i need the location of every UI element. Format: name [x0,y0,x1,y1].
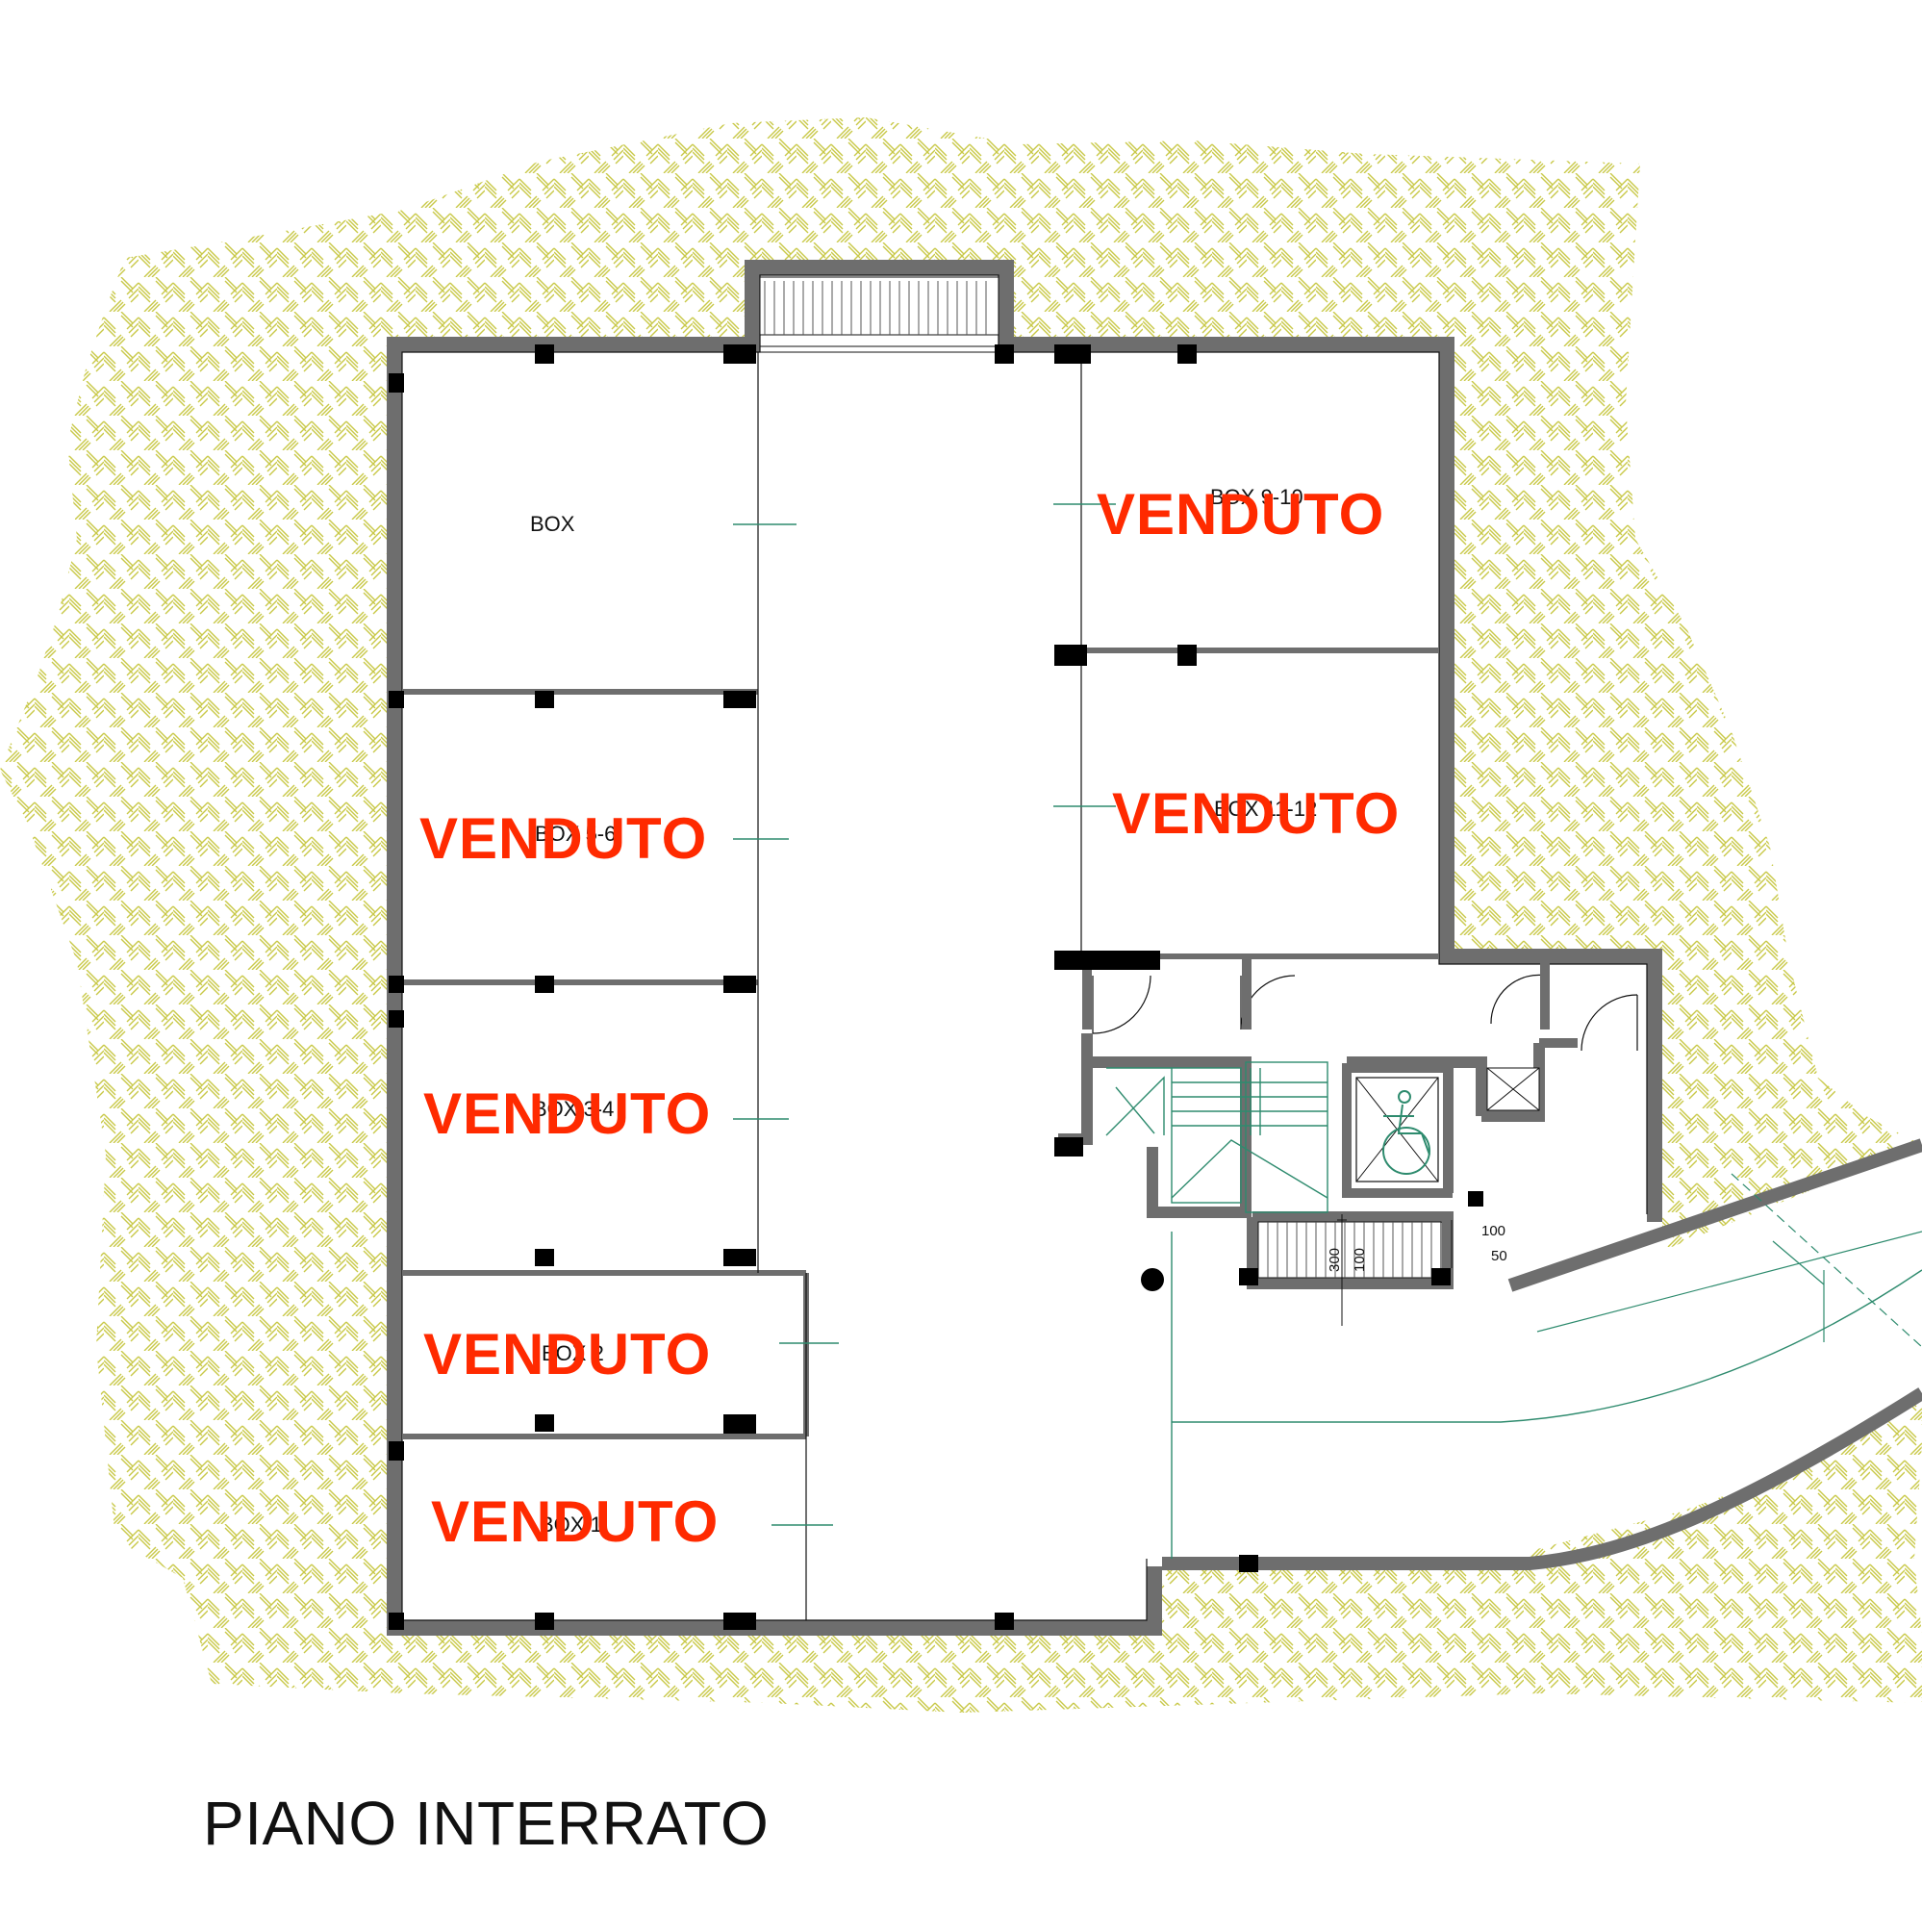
box-label-9-10: BOX 9-10 [1210,485,1303,509]
sold-stamp-3-4: VENDUTO [423,1081,711,1146]
box-label-3-4: BOX 3-4 [533,1097,614,1121]
sold-stamp-5-6: VENDUTO [419,806,707,871]
doors [1092,974,1638,1052]
sold-stamp-2: VENDUTO [423,1322,711,1386]
dimension-50: 50 [1491,1248,1507,1264]
box-label-2: BOX 2 [542,1341,604,1365]
box-tick-marks [733,503,1116,1526]
box-label-5-6: BOX 5-6 [535,822,616,846]
ramp [1162,1138,1922,1570]
box-label-box: BOX [530,512,575,536]
dimension-100: 100 [1481,1223,1505,1239]
dimension-lines [1337,1214,1453,1326]
dimension-100-vertical: 100 [1352,1248,1368,1272]
pillars [389,344,1483,1630]
box-label-11-12: BOX 11-12 [1214,797,1317,821]
lower-stair [1257,1221,1442,1279]
plan-title: PIANO INTERRATO [203,1789,770,1858]
outer-walls [387,260,1662,1636]
sold-stamp-1: VENDUTO [431,1489,719,1554]
sold-stamp-9-10: VENDUTO [1097,482,1384,547]
wheelchair-icon [1382,1090,1430,1175]
dimension-300: 300 [1327,1248,1343,1272]
elevator [1342,1063,1453,1198]
building-interior [389,262,1922,1630]
inner-wall-lines [401,274,1648,1621]
core-stairs [1105,1061,1328,1213]
sold-stamp-11-12: VENDUTO [1112,781,1400,846]
small-shaft [1486,1067,1540,1111]
top-stair [759,276,999,353]
box-label-1: BOX 1 [540,1513,602,1537]
